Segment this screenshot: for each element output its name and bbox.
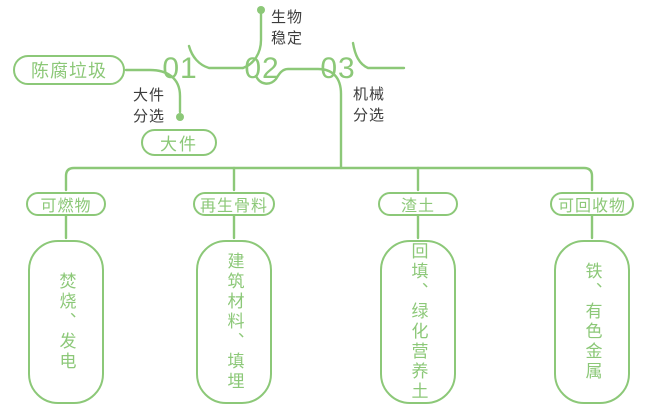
- detail-box-slag-soil: 回填、绿化营养土: [380, 240, 456, 404]
- detail-text-slag-soil: 回填、绿化营养土: [408, 242, 428, 402]
- dot-bio-branch: [257, 6, 265, 14]
- step-number-02: 02: [244, 52, 280, 85]
- category-pill-slag-soil: 渣土: [378, 192, 458, 216]
- detail-box-combustibles: 焚烧、发电: [28, 240, 104, 404]
- line-03-tail: [351, 41, 406, 70]
- detail-box-recycled-aggregate: 建筑材料、填埋: [196, 240, 272, 404]
- category-pill-recyclables: 可回收物: [550, 192, 634, 216]
- step-label-bio-stabilization: 生物 稳定: [271, 9, 304, 47]
- line-02-to-03-descender: [254, 67, 343, 170]
- line-bio-branch: [241, 12, 263, 70]
- detail-text-recyclables: 铁、有色金属: [582, 262, 602, 382]
- source-pill: 陈腐垃圾: [13, 55, 125, 85]
- category-pill-recycled-aggregate: 再生骨料: [193, 192, 275, 216]
- step-label-bulky-sorting: 大件 分选: [133, 87, 166, 125]
- output-pill-large-items: 大件: [141, 129, 217, 156]
- branch-rail: [64, 166, 594, 192]
- step-number-03: 03: [320, 52, 356, 85]
- step-label-mechanical-sorting: 机械 分选: [353, 86, 386, 124]
- dot-large-item: [176, 113, 184, 121]
- detail-box-recyclables: 铁、有色金属: [554, 240, 630, 404]
- line-source-to-01: [124, 68, 182, 114]
- step-number-01: 01: [162, 52, 198, 85]
- line-01-to-02: [187, 44, 245, 70]
- category-pill-combustibles: 可燃物: [26, 192, 106, 216]
- detail-text-recycled-aggregate: 建筑材料、填埋: [224, 252, 244, 392]
- detail-text-combustibles: 焚烧、发电: [56, 272, 76, 372]
